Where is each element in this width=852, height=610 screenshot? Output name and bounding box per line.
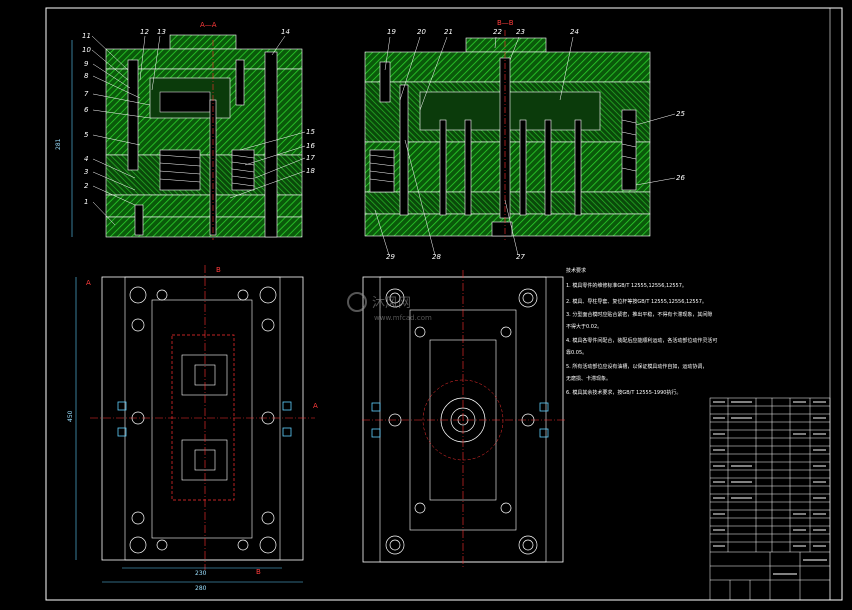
part-no-7: 7: [84, 90, 89, 98]
dim-width-outer: 280: [195, 585, 207, 592]
cut-mark-b-top: B: [216, 266, 221, 274]
part-no-27: 27: [516, 253, 525, 261]
part-no-16: 16: [306, 142, 315, 150]
part-no-12: 12: [140, 28, 149, 36]
technical-notes: 技术要求 1. 模具零件的维修标准GB/T 12555,12556,12557。…: [566, 267, 717, 396]
section-bb-title: B—B: [497, 19, 514, 27]
plan-view-fixed-half: [362, 270, 565, 568]
note-line-2: 2. 模具、导柱导套、复位杆等按GB/T 12555,12556,12557。: [566, 298, 707, 305]
dim-height: 281: [55, 138, 62, 150]
part-no-29: 29: [386, 253, 395, 261]
part-no-5: 5: [84, 131, 89, 139]
part-no-2: 2: [84, 182, 89, 190]
part-no-28: 28: [432, 253, 441, 261]
cut-mark-a-left: A: [86, 279, 91, 287]
part-no-4: 4: [84, 155, 88, 163]
note-line-9: 6. 模具其余技术要求，按GB/T 12555-1990执行。: [566, 389, 681, 396]
part-no-6: 6: [84, 106, 89, 114]
note-line-8: 无磨损、卡滞现象。: [566, 375, 611, 382]
plan-view-moving-half: 230 280 450 A A B B: [67, 265, 318, 592]
part-no-1: 1: [84, 198, 88, 206]
part-no-13: 13: [157, 28, 166, 36]
note-line-1: 1. 模具零件的维修标准GB/T 12555,12556,12557。: [566, 282, 687, 289]
note-line-5: 4. 模具各零件间配合，装配后应能顺利运动，各活动部位动作灵活可: [566, 337, 717, 344]
cut-mark-a-right: A: [313, 402, 318, 410]
part-no-9: 9: [84, 60, 89, 68]
note-line-7: 5. 所有活动部位应设有油槽，以保证模具动作自如，运动协调，: [566, 363, 707, 370]
part-no-23: 23: [516, 28, 525, 36]
dim-width-inner: 230: [195, 570, 207, 577]
part-no-19: 19: [387, 28, 396, 36]
note-line-6: 靠0.05。: [566, 349, 587, 356]
part-no-25: 25: [676, 110, 685, 118]
watermark: 沐风网 www.mfcad.com: [347, 292, 432, 322]
part-no-14: 14: [281, 28, 290, 36]
part-no-8: 8: [84, 72, 89, 80]
part-no-15: 15: [306, 128, 315, 136]
part-no-26: 26: [676, 174, 685, 182]
part-no-20: 20: [417, 28, 426, 36]
section-aa-title: A—A: [200, 21, 217, 29]
bom-fill-marks: [713, 401, 827, 575]
watermark-text: 沐风网: [372, 296, 411, 311]
section-b-b: B—B 19 20 21 2: [364, 19, 685, 261]
part-no-3: 3: [84, 168, 88, 176]
note-line-3: 3. 分型面合模时应贴合紧密，推出平稳，不得有卡滞现象，其间隙: [566, 311, 712, 318]
part-no-22: 22: [493, 28, 502, 36]
note-line-0: 技术要求: [566, 267, 586, 274]
bill-of-materials: [709, 397, 831, 601]
part-no-24: 24: [570, 28, 579, 36]
watermark-url: www.mfcad.com: [374, 314, 432, 322]
section-a-a: A—A 281 11: [55, 21, 315, 240]
note-line-4: 不得大于0.02。: [566, 323, 602, 330]
watermark-logo-icon: [347, 292, 367, 312]
dim-length: 450: [67, 410, 74, 422]
drawing-border: [45, 7, 843, 601]
part-no-21: 21: [444, 28, 453, 36]
part-no-17: 17: [306, 154, 315, 162]
part-no-18: 18: [306, 167, 315, 175]
part-no-11: 11: [82, 32, 91, 40]
cut-mark-b-bottom: B: [256, 568, 261, 576]
part-no-10: 10: [82, 46, 91, 54]
